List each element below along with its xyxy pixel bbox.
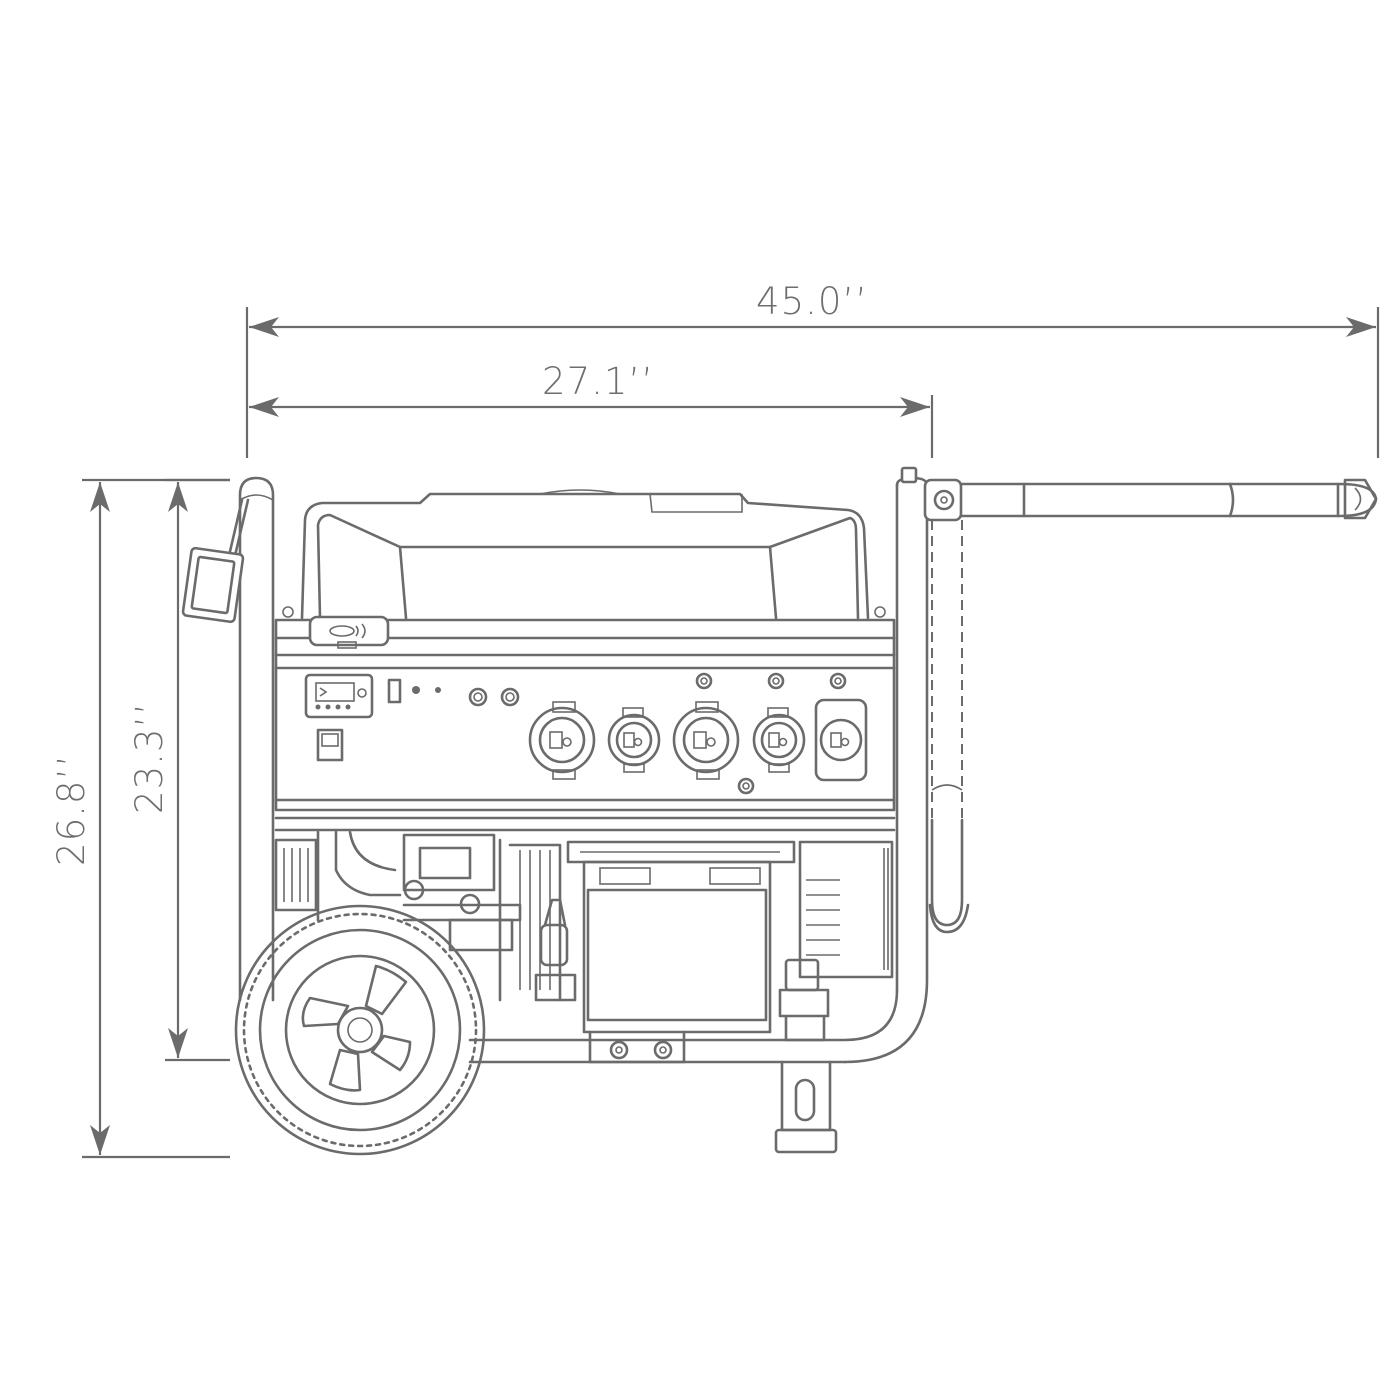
outlet-4 bbox=[752, 707, 806, 773]
engine bbox=[274, 830, 894, 1064]
breaker-3 bbox=[695, 672, 713, 690]
wheel bbox=[234, 904, 486, 1156]
dimension-frame-height: 23.3’’ bbox=[128, 478, 230, 1062]
dimension-overall-length: 45.0’’ bbox=[245, 280, 1380, 458]
remote-receiver-badge bbox=[308, 615, 390, 647]
breaker-2 bbox=[500, 687, 520, 707]
breaker-1 bbox=[468, 687, 488, 707]
generator-illustration bbox=[181, 466, 1378, 1156]
support-foot bbox=[774, 1060, 838, 1154]
breaker-6 bbox=[737, 777, 755, 795]
outlet-1 bbox=[528, 701, 596, 780]
handle bbox=[923, 478, 1378, 522]
base-rail bbox=[468, 988, 899, 1042]
outlet-3 bbox=[672, 701, 740, 780]
outlet-5 bbox=[814, 698, 868, 782]
dimension-frame-length: 27.1’’ bbox=[249, 360, 934, 458]
fuel-tank bbox=[300, 489, 870, 620]
battery bbox=[582, 860, 772, 1034]
frame-length-label: 27.1’’ bbox=[542, 360, 654, 403]
control-panel bbox=[274, 606, 896, 832]
frame-height-label: 23.3’’ bbox=[128, 702, 171, 814]
breaker-4 bbox=[767, 672, 785, 690]
remote-fob-icon bbox=[181, 498, 250, 624]
small-switch bbox=[387, 678, 402, 704]
dimension-overall-height: 26.8’’ bbox=[50, 478, 230, 1159]
left-frame-tube bbox=[238, 476, 275, 1002]
breaker-5 bbox=[829, 672, 847, 690]
hour-meter-display bbox=[304, 673, 374, 719]
main-switch bbox=[316, 728, 344, 762]
overall-height-label: 26.8’’ bbox=[50, 754, 93, 866]
outlet-2 bbox=[607, 707, 661, 773]
handle-folded-outline bbox=[928, 520, 970, 934]
overall-length-label: 45.0’’ bbox=[756, 280, 868, 323]
